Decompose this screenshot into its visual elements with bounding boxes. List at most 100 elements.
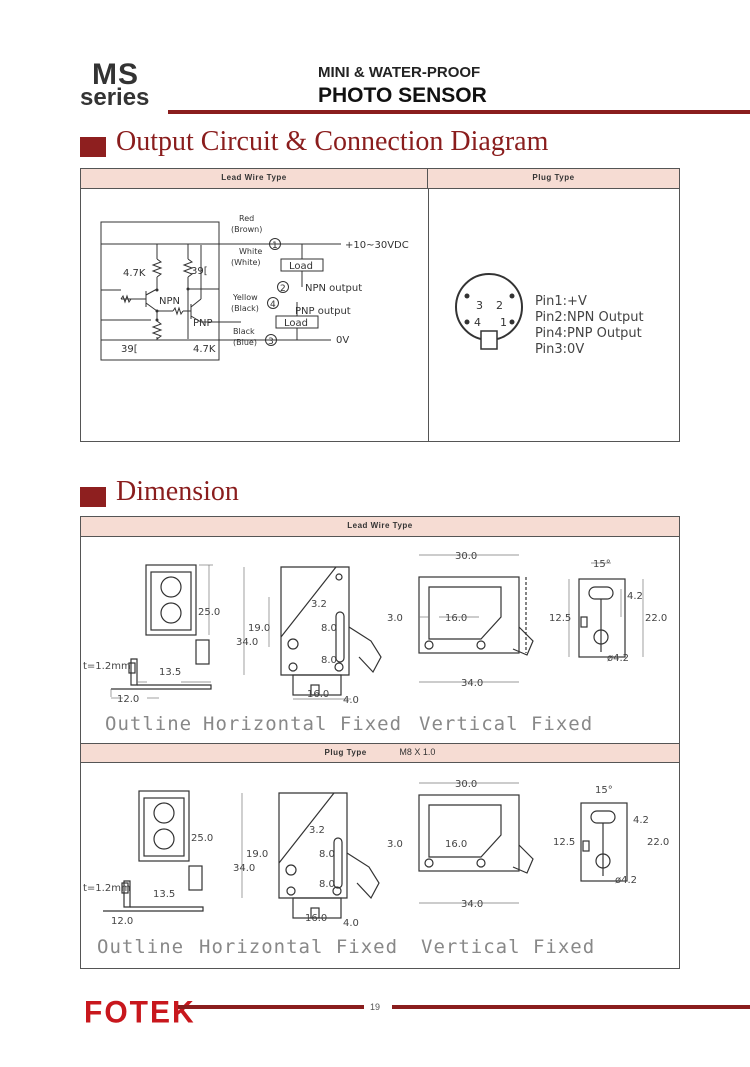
dimension-label: 30.0 xyxy=(455,779,477,790)
caption-outline: Outline xyxy=(97,936,185,958)
load-label: Load xyxy=(284,318,308,329)
dimension-label: 15° xyxy=(595,785,613,796)
brand-logo: FOTEK xyxy=(84,995,196,1030)
dimension-label: 4.0 xyxy=(343,918,359,929)
pin-number: 2 xyxy=(280,284,286,294)
dimension-label: 12.0 xyxy=(117,694,139,705)
dimension-label: 4.2 xyxy=(633,815,649,826)
dimension-label: 8.0 xyxy=(319,849,335,860)
dimension-label: 4.2 xyxy=(627,591,643,602)
dimension-label: 16.0 xyxy=(307,689,329,700)
dimension-label: 22.0 xyxy=(645,613,667,624)
dimension-label: 13.5 xyxy=(153,889,175,900)
section-bullet-icon xyxy=(80,487,106,507)
page-title: PHOTO SENSOR xyxy=(318,84,487,107)
plug-dimension-drawings: 25.0 t=1.2mm 13.5 12.0 19.0 34.0 3.2 8.0… xyxy=(83,779,669,929)
dimension-label: 3.2 xyxy=(311,599,327,610)
dimension-label: 8.0 xyxy=(319,879,335,890)
wire-color: Yellow xyxy=(232,293,258,302)
dimension-label: 3.0 xyxy=(387,613,403,624)
plug-type-header: Plug Type xyxy=(428,169,679,189)
dimension-label: t=1.2mm xyxy=(83,661,131,672)
output-circuit-panel: Lead Wire Type Plug Type xyxy=(80,168,680,442)
wiring-circuit-diagram: 4.7K 39[ 39[ 4.7K NPN PNP Red (Brown) Wh… xyxy=(100,214,409,361)
resistor-label: 4.7K xyxy=(193,344,216,355)
plug-connector-diagram: 3 2 4 1 Pin1:+V Pin2:NPN Output Pin4:PNP… xyxy=(455,273,644,357)
load-label: Load xyxy=(289,261,313,272)
dimension-label: 34.0 xyxy=(461,678,483,689)
dimension-label: 34.0 xyxy=(461,899,483,910)
dimension-label: 25.0 xyxy=(191,833,213,844)
dimension-label: 3.2 xyxy=(309,825,325,836)
dimension-label: t=1.2mm xyxy=(83,883,131,894)
dimension-label: 16.0 xyxy=(445,839,467,850)
pin-number: 1 xyxy=(272,241,278,251)
caption-horizontal: Horizontal Fixed xyxy=(199,936,399,958)
wire-alt-color: (Black) xyxy=(231,304,259,313)
dimension-label: 34.0 xyxy=(233,863,255,874)
ground-label: 0V xyxy=(336,335,349,346)
dimension-label: 25.0 xyxy=(198,607,220,618)
header-rule xyxy=(168,110,750,114)
section-bullet-icon xyxy=(80,137,106,157)
supply-label: +10~30VDC xyxy=(345,240,409,251)
dimension-label: 22.0 xyxy=(647,837,669,848)
lead-wire-header: Lead Wire Type xyxy=(81,517,679,537)
series-code: MS xyxy=(92,58,139,91)
footer-rule xyxy=(178,1005,364,1009)
dimension-label: ø4.2 xyxy=(607,653,629,664)
plug-pin-number: 4 xyxy=(474,316,481,329)
dimension-label: 30.0 xyxy=(455,551,477,562)
lead-wire-header: Lead Wire Type xyxy=(81,169,428,189)
caption-outline: Outline xyxy=(105,713,193,735)
plug-type-label: Plug Type xyxy=(324,748,367,757)
resistor-label: 4.7K xyxy=(123,268,146,279)
output-label: PNP output xyxy=(295,306,351,317)
wire-color: White xyxy=(239,247,262,256)
resistor-label: 39[ xyxy=(121,344,138,355)
pin-number: 3 xyxy=(268,337,274,347)
plug-pin-number: 3 xyxy=(476,299,483,312)
dimension-label: 16.0 xyxy=(305,913,327,924)
transistor-label: PNP xyxy=(193,318,213,329)
caption-vertical: Vertical Fixed xyxy=(421,936,596,958)
dimension-label: 15° xyxy=(593,559,611,570)
section-title-dimension: Dimension xyxy=(116,476,239,507)
dimension-panel: Lead Wire Type Plug Type M8 X 1.0 25.0 t… xyxy=(80,516,680,969)
transistor-label: NPN xyxy=(159,296,180,307)
caption-vertical: Vertical Fixed xyxy=(419,713,594,735)
resistor-label: 39[ xyxy=(191,266,208,277)
panel-divider xyxy=(428,189,429,441)
dimension-label: 8.0 xyxy=(321,655,337,666)
plug-pin-number: 1 xyxy=(500,316,507,329)
dimension-label: 34.0 xyxy=(236,637,258,648)
pin-description: Pin4:PNP Output xyxy=(535,326,642,341)
pin-description: Pin2:NPN Output xyxy=(535,310,644,325)
dimension-label: 3.0 xyxy=(387,839,403,850)
pin-number: 4 xyxy=(270,300,276,310)
dimension-label: 16.0 xyxy=(445,613,467,624)
wire-color: Red xyxy=(239,214,254,223)
wire-alt-color: (White) xyxy=(231,258,261,267)
plug-thread-spec: M8 X 1.0 xyxy=(399,747,436,757)
lead-wire-dimension-drawings: 25.0 t=1.2mm 13.5 12.0 19.0 34.0 3.2 8.0… xyxy=(83,551,667,706)
dimension-label: 13.5 xyxy=(159,667,181,678)
dimension-label: 12.5 xyxy=(553,837,575,848)
pin-description: Pin3:0V xyxy=(535,342,584,357)
dimension-label: 19.0 xyxy=(248,623,270,634)
dimension-label: 12.5 xyxy=(549,613,571,624)
series-word: series xyxy=(80,84,150,111)
output-label: NPN output xyxy=(305,283,362,294)
section-title-output: Output Circuit & Connection Diagram xyxy=(116,126,549,157)
dimension-label: 12.0 xyxy=(111,916,133,927)
wire-alt-color: (Brown) xyxy=(231,225,262,234)
dimension-label: 19.0 xyxy=(246,849,268,860)
plug-type-band: Plug Type M8 X 1.0 xyxy=(81,743,679,763)
footer-rule xyxy=(392,1005,750,1009)
plug-pin-number: 2 xyxy=(496,299,503,312)
wire-color: Black xyxy=(233,327,255,336)
dimension-label: 4.0 xyxy=(343,695,359,706)
pin-description: Pin1:+V xyxy=(535,294,587,309)
wire-alt-color: (Blue) xyxy=(233,338,257,347)
page-subtitle: MINI & WATER-PROOF xyxy=(318,64,481,81)
